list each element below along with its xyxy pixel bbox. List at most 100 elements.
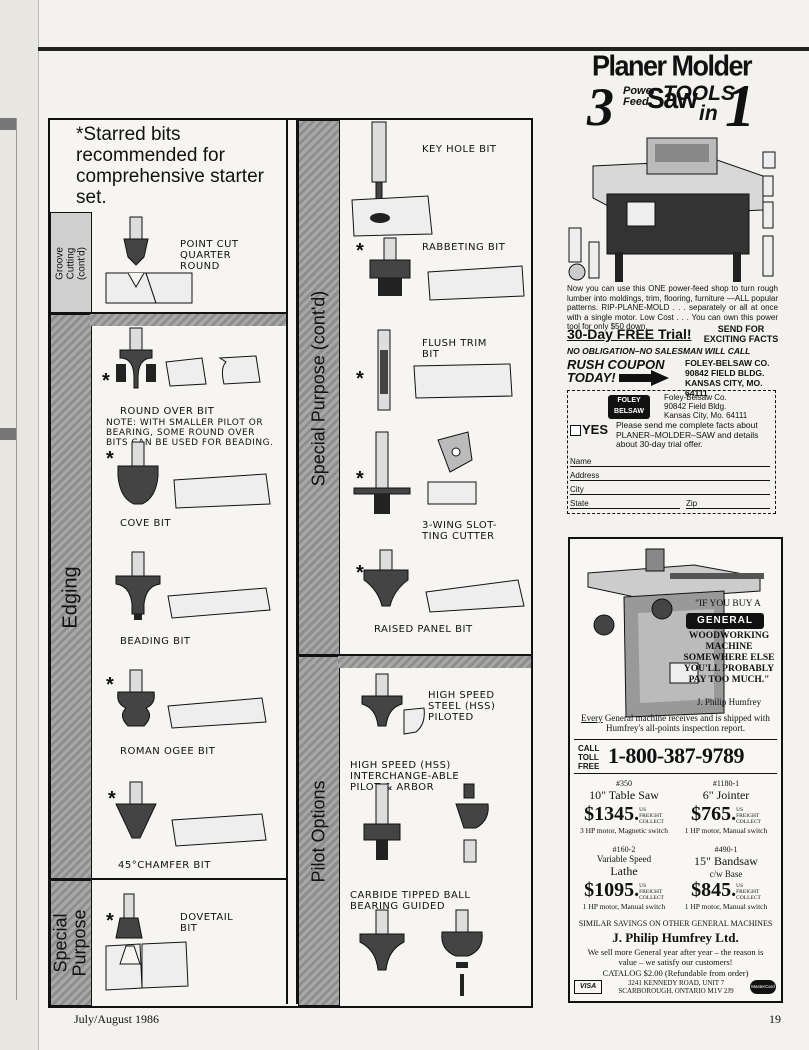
coupon-form: FOLEY BELSAW Foley-Belsaw Co. 90842 Fiel…: [567, 390, 776, 514]
ad-title: Planer Molder Saw: [591, 50, 753, 115]
section-tab-special-purpose-contd: Special Purpose (cont'd): [298, 120, 340, 656]
city-field[interactable]: City: [570, 485, 770, 495]
left-column: *Starred bits recommended for comprehens…: [50, 120, 288, 1006]
gutter-mark: [0, 118, 16, 130]
arrow-right-icon: [619, 370, 669, 386]
yes-label: YES: [582, 422, 609, 437]
name-field[interactable]: Name: [570, 457, 770, 467]
yes-checkbox[interactable]: [570, 425, 581, 436]
right-column: Special Purpose (cont'd) KEY HOLE BIT * …: [296, 120, 531, 1006]
section-tab-groove-contd: Groove Cutting (cont'd): [50, 212, 92, 314]
rabbeting-bit-drawing: [369, 237, 525, 301]
tools-label: TOOLS: [663, 82, 735, 105]
flush-trim-bit-drawing: [377, 329, 513, 411]
label-point-cut: POINT CUT QUARTER ROUND: [180, 239, 239, 272]
point-cut-bit-drawing: [105, 216, 193, 304]
free-trial-heading: 30-Day FREE Trial!: [567, 326, 692, 342]
star-mark: *: [356, 240, 364, 262]
label-carbide-ball: CARBIDE TIPPED BALL BEARING GUIDED: [350, 890, 471, 912]
round-over-bit-drawing: [116, 327, 261, 389]
carbide-ball-bit-drawing: [359, 909, 483, 996]
round-over-note: NOTE: WITH SMALLER PILOT OR BEARING, SOM…: [106, 418, 274, 448]
hss-piloted-bit-drawing: [361, 673, 425, 735]
inspection-note: Every General machine receives and is sh…: [581, 713, 770, 733]
quote-signature: J. Philip Humfrey: [696, 697, 762, 707]
star-mark: *: [106, 910, 114, 932]
mastercard-logo: MasterCard: [750, 980, 776, 994]
keyhole-bit-drawing: [351, 121, 433, 237]
star-mark: *: [102, 370, 110, 392]
label-roman-ogee: ROMAN OGEE BIT: [120, 746, 216, 757]
label-flush-trim: FLUSH TRIM BIT: [422, 338, 487, 360]
label-hss-interchangeable: HIGH SPEED (HSS) INTERCHANGE-ABLE PILOT …: [350, 760, 460, 793]
label-dovetail: DOVETAIL BIT: [180, 912, 234, 934]
star-mark: *: [108, 788, 116, 810]
label-cove: COVE BIT: [120, 518, 171, 529]
hss-interchangeable-bit-drawing: [363, 783, 489, 863]
starred-note: *Starred bits recommended for comprehens…: [76, 124, 264, 208]
label-round-over: ROUND OVER BIT: [120, 406, 215, 417]
label-keyhole: KEY HOLE BIT: [422, 144, 497, 155]
gutter-mark: [0, 428, 16, 440]
big-number-3: 3: [587, 77, 614, 137]
rush-coupon: RUSH COUPON TODAY!: [567, 357, 665, 385]
quote-start: "IF YOU BUY A: [695, 599, 761, 609]
section-tab-pilot-options: Pilot Options: [298, 656, 340, 1006]
star-mark: *: [356, 368, 364, 390]
ad-body-text: Now you can use this ONE power-feed shop…: [567, 284, 778, 331]
label-beading: BEADING BIT: [120, 636, 191, 647]
send-for-facts: SEND FOR EXCITING FACTS: [703, 324, 779, 344]
sell-more-text: We sell more General year after year – t…: [587, 947, 764, 967]
gutter-column: [0, 118, 17, 1000]
label-hss-piloted: HIGH SPEED STEEL (HSS) PILOTED: [428, 690, 496, 723]
star-mark: *: [356, 468, 364, 490]
coupon-address: Foley-Belsaw Co. 90842 Field Bldg. Kansa…: [664, 393, 748, 420]
previous-page-edge: [0, 0, 39, 1050]
similar-savings: SIMILAR SAVINGS ON OTHER GENERAL MACHINE…: [578, 919, 773, 928]
state-field[interactable]: State: [570, 499, 680, 509]
star-mark: *: [106, 448, 114, 470]
issue-date: July/August 1986: [74, 1012, 160, 1026]
general-machines-ad: "IF YOU BUY A GENERAL WOODWORKING MACHIN…: [568, 537, 783, 1003]
raised-panel-bit-drawing: [363, 549, 525, 613]
label-chamfer: 45°CHAMFER BIT: [118, 860, 211, 871]
catalog-offer: CATALOG $2.00 (Refundable from order): [602, 968, 749, 978]
zip-field[interactable]: Zip: [686, 499, 770, 509]
address-field[interactable]: Address: [570, 471, 770, 481]
company-name: J. Philip Humfrey Ltd.: [612, 930, 739, 945]
mailing-address: 3241 KENNEDY ROAD, UNIT 7 SCARBOROUGH, O…: [618, 979, 734, 995]
section-tab-special-purpose: Special Purpose: [50, 880, 92, 1006]
cove-bit-drawing: [117, 441, 271, 509]
in-label: in: [699, 102, 718, 125]
no-obligation: NO OBLIGATION–NO SALESMAN WILL CALL: [567, 346, 751, 356]
top-rule: [38, 47, 809, 51]
foley-belsaw-logo: FOLEY BELSAW: [608, 395, 650, 419]
star-mark: *: [356, 562, 364, 584]
section-tab-edging: Edging: [50, 314, 92, 880]
roman-ogee-bit-drawing: [117, 669, 267, 729]
router-bit-panel: *Starred bits recommended for comprehens…: [48, 118, 533, 1008]
phone-number[interactable]: 1-800-387-9789: [608, 743, 744, 768]
quote-body: WOODWORKING MACHINE SOMEWHERE ELSE YOU'L…: [683, 631, 775, 685]
big-number-1: 1: [725, 73, 755, 139]
label-slot-cutter: 3-WING SLOT-TING CUTTER: [422, 520, 498, 542]
general-logo: GENERAL: [686, 613, 764, 629]
visa-logo: VISA: [574, 980, 602, 994]
star-mark: *: [106, 674, 114, 696]
planer-machine-illustration: [567, 132, 777, 282]
slot-cutter-drawing: [353, 431, 477, 514]
page-number: 19: [769, 1012, 781, 1026]
chamfer-bit-drawing: [115, 781, 267, 847]
label-raised-panel: RAISED PANEL BIT: [374, 624, 473, 635]
yes-text: Please send me complete facts about PLAN…: [616, 420, 759, 449]
beading-bit-drawing: [115, 551, 271, 620]
label-rabbeting: RABBETING BIT: [422, 242, 506, 253]
company-address: FOLEY-BELSAW CO. 90842 FIELD BLDG. KANSA…: [685, 358, 770, 398]
